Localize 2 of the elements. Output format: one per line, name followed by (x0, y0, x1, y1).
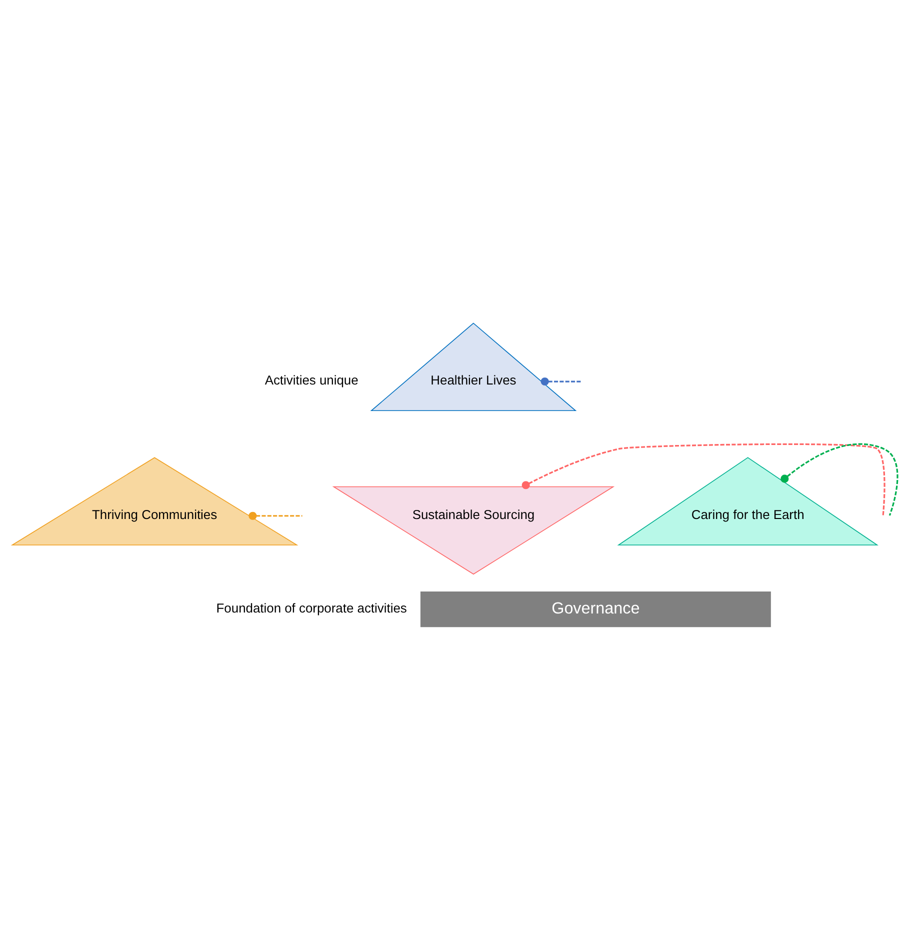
label: Activities unique (264, 372, 358, 388)
label: Foundation of corporate activities (216, 600, 407, 616)
